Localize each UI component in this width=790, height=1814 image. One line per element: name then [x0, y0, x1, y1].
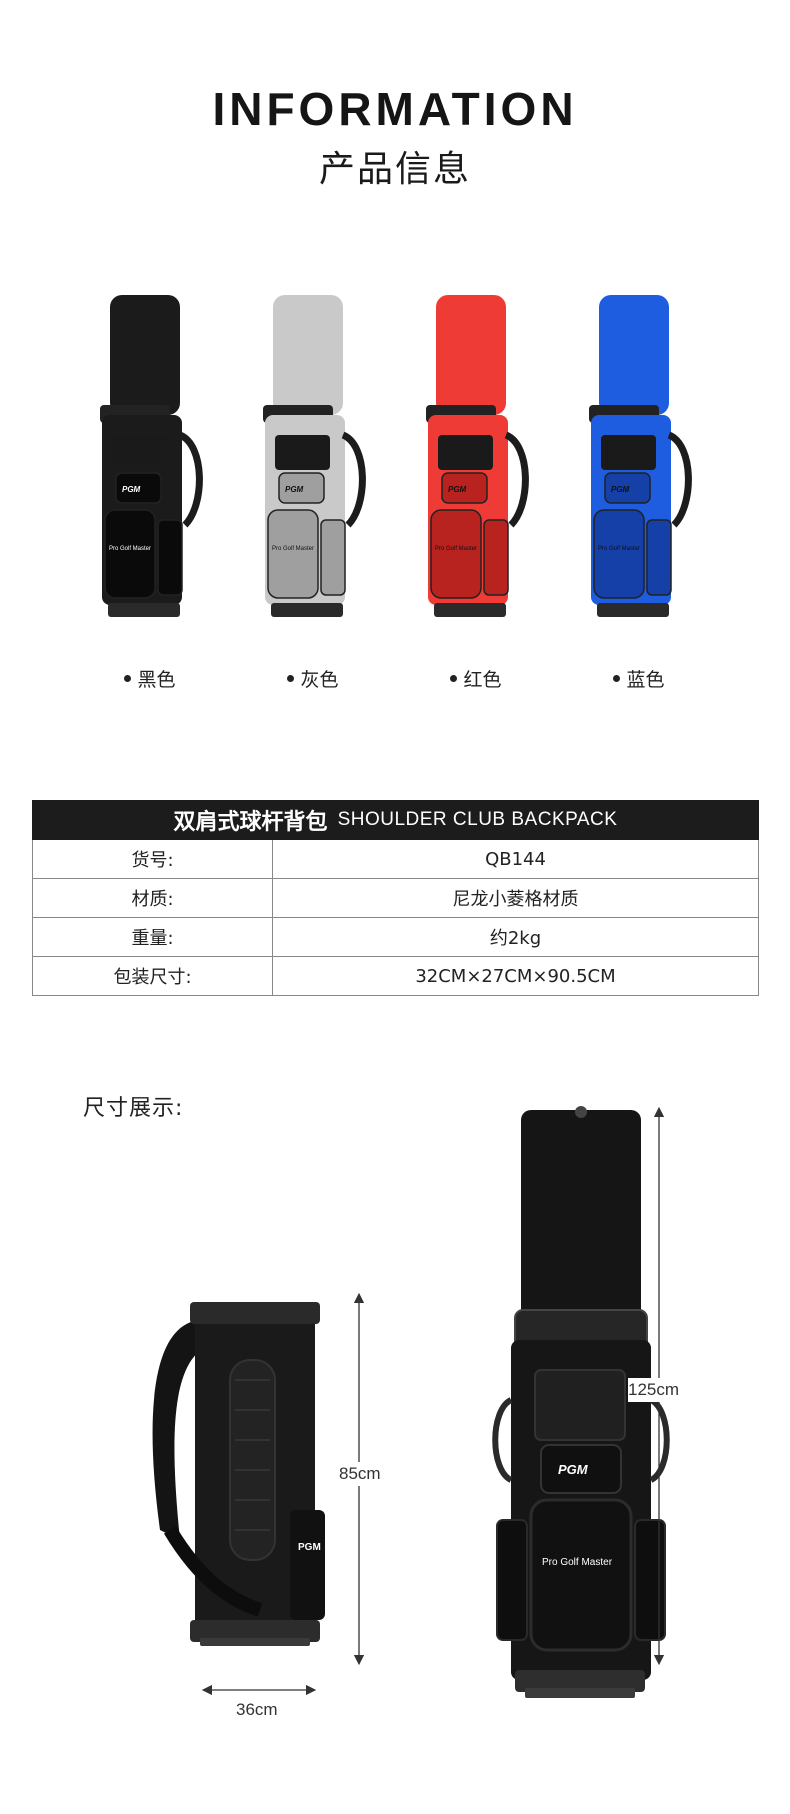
- bag-side-image: PGM: [152, 1302, 325, 1646]
- dimension-width: 36cm: [236, 1700, 278, 1719]
- spec-value: 约2kg: [489, 928, 542, 949]
- spec-row: 重量: 约2kg: [32, 918, 759, 957]
- bullet-icon: [613, 675, 621, 682]
- spec-row: 货号: QB144: [32, 840, 759, 879]
- bag-variant-image: PGM Pro Golf Master: [100, 295, 203, 617]
- bullet-icon: [450, 675, 458, 682]
- bullet-icon: [124, 675, 132, 682]
- color-label-blue: 蓝色: [569, 665, 709, 692]
- color-label-red: 红色: [406, 665, 546, 692]
- size-section-title: 尺寸展示:: [83, 1096, 184, 1121]
- spec-title-cn: 双肩式球杆背包: [173, 810, 328, 835]
- bag-variant-image: PGM Pro Golf Master: [263, 295, 366, 617]
- bag-brand-thumb: PGM: [448, 485, 467, 494]
- bag-brand-thumb: PGM: [285, 485, 304, 494]
- dimension-height-large: 125cm: [628, 1378, 680, 1402]
- bag-text-thumb: Pro Golf Master: [435, 546, 477, 552]
- page-title-en: INFORMATION: [212, 83, 578, 135]
- color-label-black: 黑色: [80, 665, 220, 692]
- bag-front-view: PGM Pro Golf Master: [475, 1100, 675, 1710]
- bullet-icon: [287, 675, 295, 682]
- bag-brand-side: PGM: [298, 1542, 321, 1553]
- spec-value: QB144: [485, 848, 546, 870]
- bag-text-thumb: Pro Golf Master: [109, 546, 151, 552]
- bag-text-thumb: Pro Golf Master: [598, 546, 640, 552]
- bag-variant-image: PGM Pro Golf Master: [426, 295, 529, 617]
- color-label-gray: 灰色: [243, 665, 383, 692]
- page-title-cn: 产品信息: [318, 149, 471, 190]
- dimension-height-small: 85cm: [339, 1462, 381, 1486]
- bag-variant-image: PGM Pro Golf Master: [589, 295, 692, 617]
- spec-key: 包装尺寸:: [33, 957, 273, 995]
- color-options: PGM Pro Golf Master PGM Pro Golf Master PG…: [0, 285, 790, 705]
- bag-thumb-black[interactable]: PGM Pro Golf Master: [90, 285, 210, 655]
- spec-value: 32CM×27CM×90.5CM: [415, 965, 616, 987]
- bag-thumb-red[interactable]: PGM Pro Golf Master: [416, 285, 536, 655]
- bag-brand-front: PGM: [558, 1462, 589, 1477]
- bag-side-view: PGM: [140, 1300, 340, 1650]
- spec-key: 货号:: [33, 840, 273, 878]
- spec-table-header: 双肩式球杆背包 SHOULDER CLUB BACKPACK: [32, 800, 759, 840]
- spec-key: 材质:: [33, 879, 273, 917]
- bag-front-image: PGM Pro Golf Master: [492, 1106, 670, 1698]
- spec-title-en: SHOULDER CLUB BACKPACK: [337, 809, 618, 830]
- bag-text-thumb: Pro Golf Master: [272, 546, 314, 552]
- spec-table: 双肩式球杆背包 SHOULDER CLUB BACKPACK 货号: QB144…: [32, 800, 759, 996]
- spec-key: 重量:: [33, 918, 273, 956]
- bag-brand-thumb: PGM: [611, 485, 630, 494]
- bag-text-front: Pro Golf Master: [542, 1557, 613, 1568]
- bag-thumb-gray[interactable]: PGM Pro Golf Master: [253, 285, 373, 655]
- bag-thumb-blue[interactable]: PGM Pro Golf Master: [579, 285, 699, 655]
- bag-brand-thumb: PGM: [122, 485, 141, 494]
- spec-row: 包装尺寸: 32CM×27CM×90.5CM: [32, 957, 759, 996]
- spec-value: 尼龙小菱格材质: [452, 889, 579, 910]
- spec-row: 材质: 尼龙小菱格材质: [32, 879, 759, 918]
